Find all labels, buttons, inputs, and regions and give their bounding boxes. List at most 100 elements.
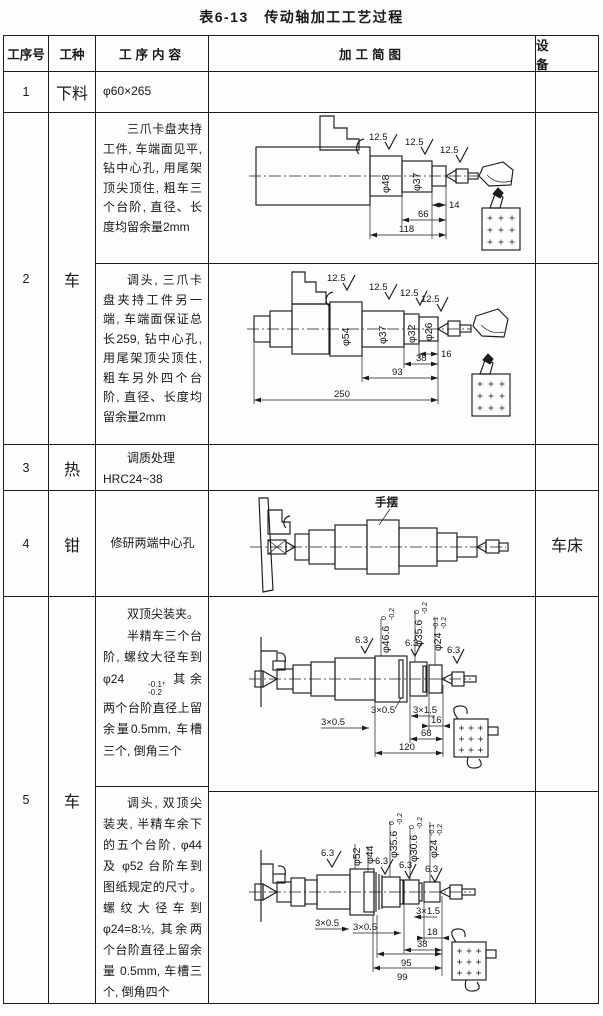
process-no: 5	[4, 597, 49, 1003]
roughness-check-icon	[380, 858, 394, 876]
groove	[422, 665, 427, 693]
roughness-check-icon	[384, 133, 398, 151]
header-row: 工序号 工种 工序内容 加工简图 设 备	[4, 36, 598, 72]
dimension-lines	[373, 937, 442, 969]
table-row: 5 车 双顶尖装夹。 半精车三个台阶, 螺纹大径车到 φ24-0.1-0.2, …	[4, 597, 598, 1003]
roughness-label: 12.5	[369, 282, 388, 293]
dia-label-group: φ35.6 0 -0.2	[388, 813, 404, 858]
tool-tab	[485, 949, 497, 959]
svg-text:-0.2: -0.2	[441, 617, 448, 629]
tool-tail	[466, 756, 482, 769]
svg-text:φ24: φ24	[432, 632, 444, 651]
svg-text:0: 0	[389, 821, 396, 825]
center-cone	[285, 541, 297, 553]
roughness-label: 12.5	[421, 294, 440, 305]
center-cone	[262, 883, 279, 901]
dia-label: φ48	[380, 174, 392, 193]
witness-lines	[369, 184, 447, 239]
dia-label-group: φ44	[364, 845, 376, 864]
groove-label: 3×1.5	[413, 705, 437, 716]
center-cone	[262, 670, 279, 688]
sleeve-hatch	[267, 539, 287, 555]
dia-label-group: φ24 -0.1 -0.2	[432, 617, 448, 651]
svg-text:φ35.6: φ35.6	[388, 831, 400, 858]
groove-label: 3×0.5	[353, 922, 377, 933]
dog-hook	[277, 865, 286, 877]
toolpost-plus-pattern	[477, 381, 505, 411]
roughness-check-icon	[452, 648, 465, 665]
dia-label: φ54	[340, 327, 352, 346]
roughness-label: 6.3	[405, 638, 418, 649]
tailstock-curve	[486, 174, 512, 183]
svg-text:-0.2: -0.2	[389, 608, 396, 620]
toolpost-plus-pattern	[459, 725, 483, 753]
dim-label: 16	[441, 349, 452, 360]
roughness-label: 12.5	[400, 288, 419, 299]
roughness-label: 6.3	[321, 848, 334, 859]
lathe-dog	[272, 873, 286, 884]
leader-arrow	[411, 713, 418, 719]
hand-lap-label: 手摆	[375, 495, 398, 509]
equipment-cell	[536, 597, 598, 792]
roughness-check-icon	[430, 867, 443, 884]
svg-text:-0.2: -0.2	[397, 813, 404, 825]
rotation-mark	[356, 138, 365, 155]
sketch-rough-turn-second-end: 12.5 12.5 12.5 12.5 φ54 φ37 φ32 φ26	[247, 271, 511, 417]
svg-text:φ30.6: φ30.6	[408, 835, 420, 862]
tailstock-stem	[461, 888, 476, 896]
work-type: 车	[49, 113, 96, 444]
roughness-check-icon	[455, 146, 469, 164]
dim-label: 118	[399, 224, 414, 235]
equipment-cell: 车床	[550, 537, 583, 555]
sketch-semifinish-first-end: φ46.6 0 -0.2 φ35.6 0 -0.2 φ24 -0.1 -	[249, 602, 499, 769]
tailstock-stem	[459, 324, 472, 333]
dim-label: 93	[392, 367, 403, 378]
equipment-cell	[536, 264, 598, 444]
svg-text:0: 0	[381, 616, 388, 620]
tailstock-stem	[498, 542, 509, 552]
bent-tool	[451, 928, 497, 992]
chuck-body	[291, 303, 330, 355]
table-row: 2 车 三爪卡盘夹持工件, 车端面见平, 钻中心孔, 用尾架顶尖顶住, 粗车三个…	[4, 113, 598, 445]
process-content-b: 调头, 双顶尖装夹, 半精车余下的五个台阶, φ44 及 φ52 台阶车到图纸规…	[103, 796, 202, 999]
svg-text:0: 0	[409, 825, 416, 829]
tool-tail	[464, 979, 480, 992]
table-row: 1 下料 φ60×265	[4, 72, 598, 113]
dia-label: φ32	[406, 324, 418, 343]
svg-text:0: 0	[414, 610, 421, 614]
roughness-check-icon	[410, 641, 423, 658]
roughness-check-icon	[436, 296, 449, 313]
svg-text:-0.2: -0.2	[422, 602, 429, 614]
groove	[418, 882, 423, 902]
svg-text:φ44: φ44	[364, 845, 376, 864]
rotation-mark	[325, 291, 334, 307]
process-no: 4	[4, 491, 49, 596]
sketch-semifinish-second-end: φ52 φ44 φ35.6 0 -0.2 φ30.6 0	[249, 813, 497, 992]
driver-plate	[260, 637, 278, 707]
equipment-cell	[536, 792, 598, 1003]
tool-hook	[453, 705, 468, 720]
dim-label: 16	[431, 715, 442, 726]
dia-label-group: φ52	[351, 847, 363, 866]
step-d44	[363, 871, 375, 913]
sketch-rough-turn-first-end: 12.5 12.5 12.5 φ48 φ37 14	[249, 115, 521, 251]
header-equipment: 设 备	[536, 38, 588, 72]
lathe-tool-tip-icon	[492, 187, 504, 199]
process-content-a: 三爪卡盘夹持工件, 车端面见平, 钻中心孔, 用尾架顶尖顶住, 粗车三个台阶, …	[103, 122, 202, 234]
roughness-check-icon	[360, 637, 374, 655]
header-work-type: 工种	[49, 36, 96, 71]
dia-label: φ26	[423, 322, 435, 341]
groove-label: 3×0.5	[321, 717, 345, 728]
work-type: 下料	[49, 72, 96, 112]
tool-hook	[451, 928, 466, 943]
groove	[399, 879, 404, 905]
svg-text:-0.2: -0.2	[417, 817, 424, 829]
leader-arrow	[362, 725, 369, 731]
dim-label: 38	[416, 353, 427, 364]
process-content: 修研两端中心孔	[110, 535, 195, 550]
step-d35	[409, 661, 428, 697]
equipment-cell	[536, 72, 598, 112]
leader-line	[394, 697, 402, 710]
process-content-a1: 双顶尖装夹。	[127, 607, 200, 621]
